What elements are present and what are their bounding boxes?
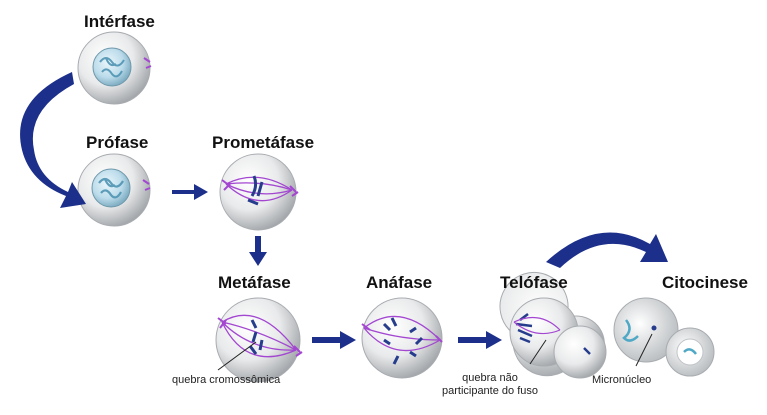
label-metaphase: Metáfase bbox=[218, 273, 291, 293]
prophase-cell bbox=[78, 154, 150, 226]
arrow-prophase-to-prometaphase bbox=[172, 184, 208, 200]
micronucleus-dot bbox=[652, 326, 657, 331]
arrow-prometaphase-to-metaphase bbox=[249, 236, 267, 266]
annotation-break-line2: participante do fuso bbox=[430, 385, 550, 398]
label-interphase: Intérfase bbox=[84, 12, 155, 32]
label-prometaphase: Prometáfase bbox=[212, 133, 314, 153]
label-prophase: Prófase bbox=[86, 133, 148, 153]
annotation-break-line1: quebra não bbox=[430, 372, 550, 385]
cytokinesis-cell-small bbox=[666, 328, 714, 376]
prometaphase-cell bbox=[220, 154, 298, 230]
arrow-metaphase-to-anaphase bbox=[312, 331, 356, 349]
arrow-anaphase-to-telophase bbox=[458, 331, 502, 349]
interphase-cell bbox=[78, 32, 151, 104]
annotation-micronucleus: Micronúcleo bbox=[592, 374, 651, 387]
anaphase-cell bbox=[362, 298, 442, 378]
metaphase-cell bbox=[216, 298, 302, 382]
annotation-non-spindle-break: quebra não participante do fuso bbox=[430, 372, 550, 398]
curved-arrow-telophase-to-cytokinesis bbox=[546, 232, 668, 268]
annotation-chromosome-break: quebra cromossômica bbox=[172, 374, 280, 387]
label-cytokinesis: Citocinese bbox=[662, 273, 748, 293]
label-telophase: Telófase bbox=[500, 273, 568, 293]
label-anaphase: Anáfase bbox=[366, 273, 432, 293]
curved-arrow-interphase-to-prophase bbox=[20, 72, 86, 208]
